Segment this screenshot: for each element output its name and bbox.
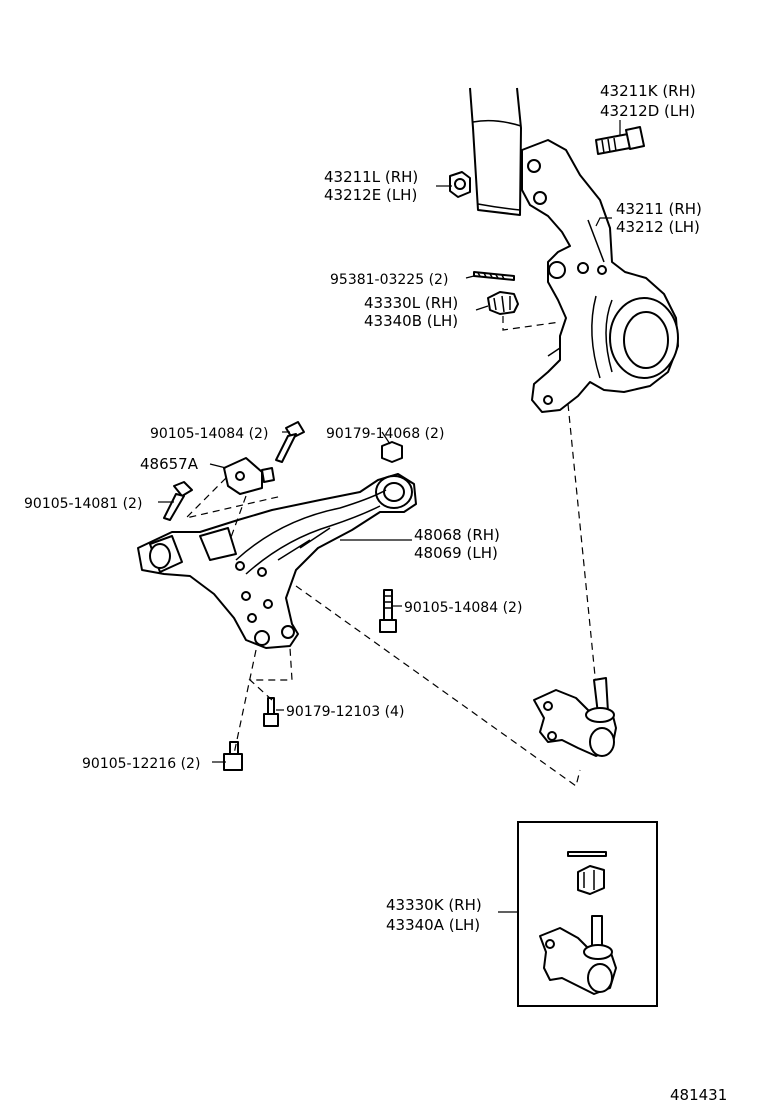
label-bolt-upper-lh: 43212D (LH) — [600, 102, 695, 120]
label-bolt-d: 90105-14084 (2) — [404, 600, 522, 616]
guide-line — [295, 585, 581, 788]
upper-bolt-icon — [595, 126, 645, 155]
label-bolt-upper-rh: 43211K (RH) — [600, 82, 696, 100]
inset-castle-nut-icon — [577, 865, 605, 895]
label-nut-b: 90179-14068 (2) — [326, 426, 444, 442]
bolt-icon — [263, 697, 279, 727]
label-cotter-pin: 95381-03225 (2) — [330, 272, 448, 288]
bolt-icon — [275, 421, 305, 463]
label-ball-joint-rh: 43330K (RH) — [386, 896, 482, 914]
part-labels: 43211K (RH) 43212D (LH) 43211L (RH) 4321… — [24, 82, 727, 1104]
inset-cotter-pin-icon — [567, 851, 607, 857]
bolt-icon — [223, 741, 243, 771]
label-nut-upper-lh: 43212E (LH) — [324, 186, 417, 204]
label-arm-lh: 48069 (LH) — [414, 544, 498, 562]
steering-knuckle — [469, 87, 679, 413]
ball-joint-icon — [533, 677, 617, 757]
upper-nut-icon — [449, 171, 471, 198]
nut-icon — [381, 441, 403, 463]
figure-number: 481431 — [670, 1086, 727, 1104]
inset-ball-joint-icon — [539, 915, 617, 995]
guide-line — [233, 649, 257, 755]
guide-line — [502, 316, 561, 331]
leader-lines — [158, 120, 621, 913]
bolt-icon — [379, 589, 397, 633]
guide-line — [567, 403, 597, 687]
guide-line — [229, 495, 247, 541]
label-bolt-c: 90105-14081 (2) — [24, 496, 142, 512]
label-arm-rh: 48068 (RH) — [414, 526, 500, 544]
label-castle-nut-lh: 43340B (LH) — [364, 312, 458, 330]
label-bracket: 48657A — [140, 455, 199, 473]
cotter-pin-icon — [473, 271, 515, 281]
label-ball-joint-lh: 43340A (LH) — [386, 916, 480, 934]
label-bolt-f: 90105-12216 (2) — [82, 756, 200, 772]
label-knuckle-lh: 43212 (LH) — [616, 218, 700, 236]
bolt-icon — [163, 481, 193, 521]
castle-nut-icon — [487, 291, 519, 315]
label-bolt-a: 90105-14084 (2) — [150, 426, 268, 442]
label-castle-nut-rh: 43330L (RH) — [364, 294, 458, 312]
bracket-icon — [223, 457, 275, 495]
label-nut-upper-rh: 43211L (RH) — [324, 168, 418, 186]
lower-control-arm — [137, 473, 417, 649]
guide-line — [184, 477, 283, 520]
guide-line — [248, 647, 293, 701]
label-nut-e: 90179-12103 (4) — [286, 704, 404, 720]
label-knuckle-rh: 43211 (RH) — [616, 200, 702, 218]
